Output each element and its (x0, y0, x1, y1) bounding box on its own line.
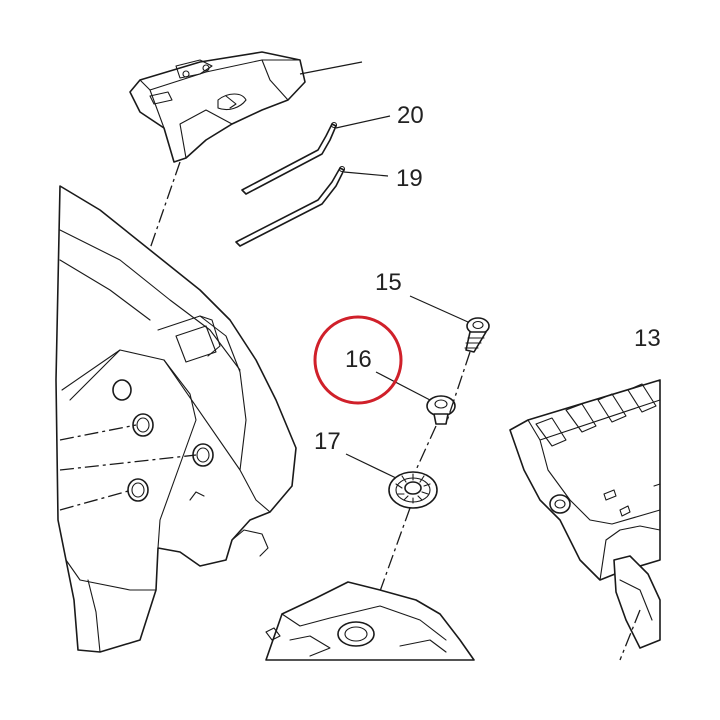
part-19-rod (235, 165, 346, 247)
part-16-leader (375, 371, 431, 401)
part-17-grommet (388, 471, 438, 509)
assembly-axis-right (619, 609, 641, 661)
part-15-leader (409, 295, 469, 323)
left-housing-part (55, 185, 297, 653)
callout-20: 20 (397, 102, 424, 129)
part-15-screw (464, 317, 490, 353)
assembly-axis-screw (445, 351, 471, 425)
part-20-rod (241, 121, 338, 195)
right-bracket-part (509, 379, 661, 649)
callout-19: 19 (396, 165, 423, 192)
callout-17: 17 (314, 428, 341, 455)
callout-16: 16 (345, 346, 372, 373)
top-cover-leader (299, 61, 363, 75)
part-20-leader (335, 115, 391, 129)
top-cover-part (129, 51, 306, 163)
callout-15: 15 (375, 269, 402, 296)
part-16-washer (426, 395, 456, 425)
part-19-leader (343, 171, 389, 177)
callout-13: 13 (634, 325, 661, 352)
highlight-circle (313, 315, 403, 405)
assembly-axis-washer (415, 425, 437, 471)
part-17-leader (345, 453, 397, 479)
bottom-plate-part (265, 581, 475, 661)
